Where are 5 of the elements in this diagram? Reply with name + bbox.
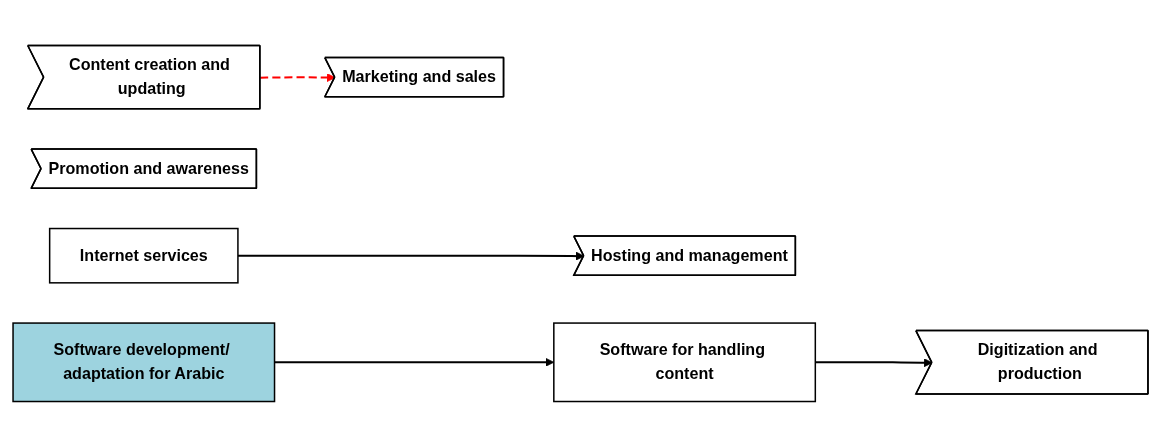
arrow xyxy=(237,251,585,261)
node-box: Software development/ adaptation for Arabic xyxy=(12,322,276,403)
arrow xyxy=(260,73,336,82)
node-box: Software for handling content xyxy=(553,322,817,403)
node-box: Internet services xyxy=(48,227,239,284)
